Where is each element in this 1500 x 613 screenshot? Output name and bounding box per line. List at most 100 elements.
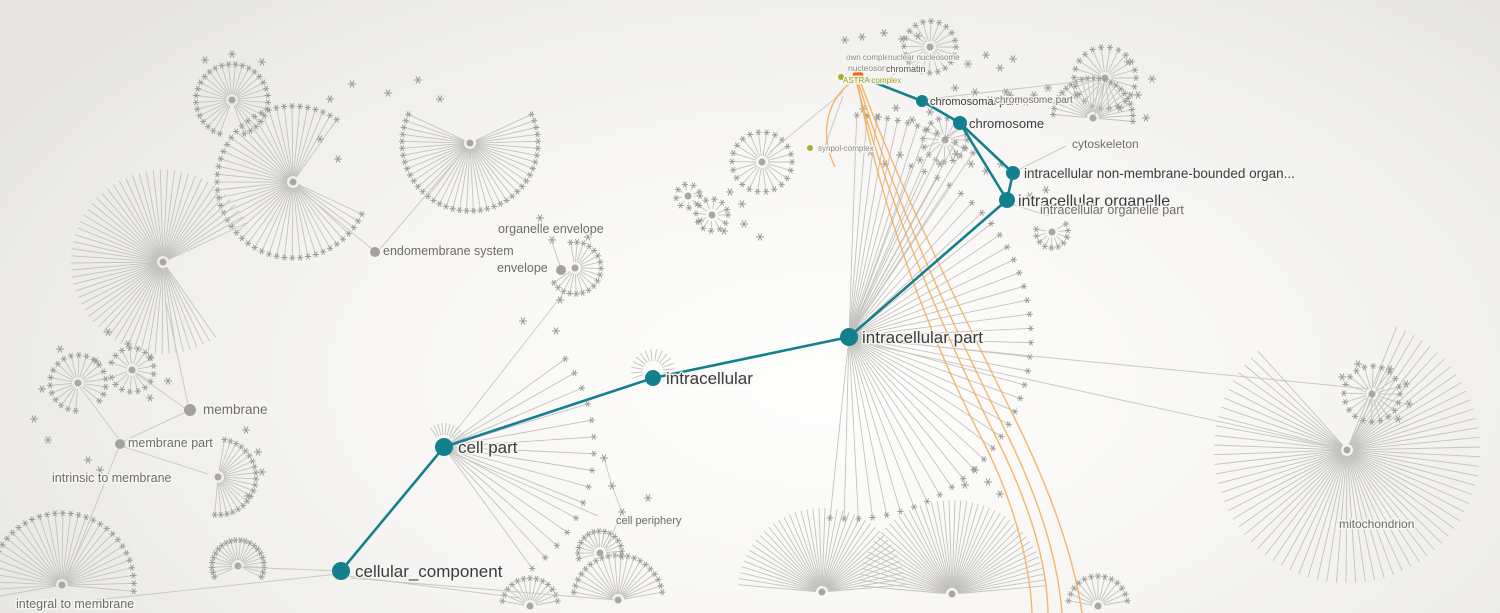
label-chromosome[interactable]: chromosome (968, 115, 1046, 133)
label-intracellular-organelle-part[interactable]: intracellular organelle part (1039, 202, 1186, 219)
graph-edge (824, 95, 844, 147)
label-mitochondrion[interactable]: mitochondrion (1338, 516, 1416, 533)
term-node-dot[interactable] (115, 439, 125, 449)
leaf-term-glyph (534, 131, 541, 138)
label-nucleosome[interactable]: nucleosome (847, 62, 896, 75)
fan-spoke (768, 526, 819, 588)
node-chromosomal_part[interactable] (916, 95, 928, 107)
leaf-term-glyph (289, 254, 296, 262)
fan-spoke (133, 348, 139, 365)
fan-cluster (429, 423, 468, 445)
label-synpol-complex[interactable]: synpol-complex (817, 143, 876, 155)
fan-spoke (764, 134, 776, 157)
leaf-term-glyph (582, 565, 589, 572)
leaf-term-glyph (1396, 390, 1404, 398)
leaf-term-glyph (935, 19, 943, 26)
leaf-term-glyph (1129, 112, 1137, 119)
label-cell-periphery[interactable]: cell periphery (615, 514, 684, 529)
label-membrane[interactable]: membrane (202, 401, 270, 419)
node-nucleosome_hub[interactable] (852, 70, 864, 82)
node-intracellular_part[interactable] (840, 328, 858, 346)
label-intracellular-organelle[interactable]: intracellular organelle (1017, 192, 1172, 212)
label-cellular-component[interactable]: cellular_component (354, 561, 505, 583)
association-edge (855, 80, 1049, 613)
term-node-dot[interactable] (370, 247, 380, 257)
node-non_membrane_organelle[interactable] (1006, 166, 1020, 180)
label-envelope[interactable]: envelope (496, 260, 550, 277)
fan-spoke (1075, 68, 1100, 77)
fan-spoke (1039, 235, 1048, 243)
term-node-dot[interactable] (184, 404, 196, 416)
label-nuclear-nucleosome[interactable]: nuclear nucleosome (887, 52, 962, 64)
label-own-complex[interactable]: own complex (845, 52, 895, 64)
fan-spoke (296, 186, 338, 245)
fan-spoke (516, 580, 528, 601)
node-intracellular[interactable] (645, 370, 661, 386)
fan-spoke (604, 540, 619, 551)
label-intrinsic-to-membrane[interactable]: intrinsic to membrane (51, 470, 174, 487)
fan-spoke (18, 527, 59, 581)
label-cell-part[interactable]: cell part (457, 437, 520, 459)
term-dots (115, 74, 844, 449)
leaf-term-glyph (948, 484, 955, 491)
leaf-term-glyph (957, 190, 965, 197)
leaf-term-glyph (126, 388, 133, 395)
leaf-term-glyph (657, 582, 664, 589)
leaf-term-glyph (1378, 364, 1385, 371)
fan-spoke (242, 552, 261, 564)
fan-spoke (746, 555, 817, 590)
graph-edge (769, 91, 844, 153)
node-cellular_component[interactable] (332, 562, 350, 580)
label-chromosomal-part[interactable]: chromosomal part (929, 95, 1020, 110)
fan-cluster (858, 499, 1046, 598)
leaf-term-glyph (1026, 311, 1033, 318)
label-membrane-part[interactable]: membrane part (127, 435, 215, 452)
graph-edge (349, 577, 617, 601)
label-organelle-envelope[interactable]: organelle envelope (497, 221, 606, 238)
fan-spoke (97, 265, 160, 328)
fan-spoke (235, 540, 238, 561)
highlight-term-dot[interactable] (838, 74, 844, 80)
leaf-term-glyph (534, 138, 542, 145)
fan-cluster (0, 509, 138, 597)
node-chromosome[interactable] (953, 116, 967, 130)
leaf-term-glyph (941, 65, 949, 72)
fan-spoke (222, 450, 247, 474)
fan-hub-dot (684, 192, 692, 200)
leaf-term-glyph (51, 510, 59, 517)
leaf-term-glyph (112, 352, 119, 359)
fan-spoke (575, 242, 578, 263)
leaf-term-glyph (1033, 226, 1040, 233)
label-intracellular[interactable]: intracellular (665, 368, 755, 390)
label-integral-to-membrane[interactable]: integral to membrane (15, 596, 136, 613)
label-endomembrane-system[interactable]: endomembrane system (382, 243, 516, 260)
fan-spoke (851, 342, 928, 502)
leaf-term-glyph (212, 550, 219, 557)
highlight-term-dot[interactable] (807, 145, 813, 151)
leaf-term-glyph (549, 586, 556, 593)
fan-spoke (55, 386, 74, 401)
label-cytoskeleton[interactable]: cytoskeleton (1071, 136, 1141, 153)
fan-spoke (112, 184, 161, 258)
fan-spoke (162, 170, 168, 257)
label-chromatin[interactable]: chromatin (885, 63, 928, 76)
label-intracellular-non-membrane-bounded-organ[interactable]: intracellular non-membrane-bounded organ… (1023, 165, 1297, 183)
label-chromosome-part[interactable]: chromosome part (994, 94, 1075, 108)
node-intracellular_organelle[interactable] (999, 192, 1015, 208)
term-node-dot[interactable] (556, 265, 566, 275)
fan-spoke (849, 118, 888, 332)
fan-spoke (63, 516, 87, 580)
fan-spoke (945, 118, 948, 135)
node-cell_part[interactable] (435, 438, 453, 456)
leaf-term-glyph (258, 109, 265, 116)
fan-spoke (621, 568, 651, 597)
fan-spoke (91, 203, 159, 259)
label-astra-complex[interactable]: ASTRA complex (842, 75, 903, 87)
fan-spoke (898, 516, 949, 590)
leaf-term-glyph (401, 159, 408, 166)
fan-spoke (741, 566, 817, 591)
label-intracellular-part[interactable]: intracellular part (861, 327, 985, 349)
leaf-term-glyph (642, 561, 649, 568)
fan-cluster (70, 169, 247, 355)
fan-spoke (951, 499, 956, 589)
